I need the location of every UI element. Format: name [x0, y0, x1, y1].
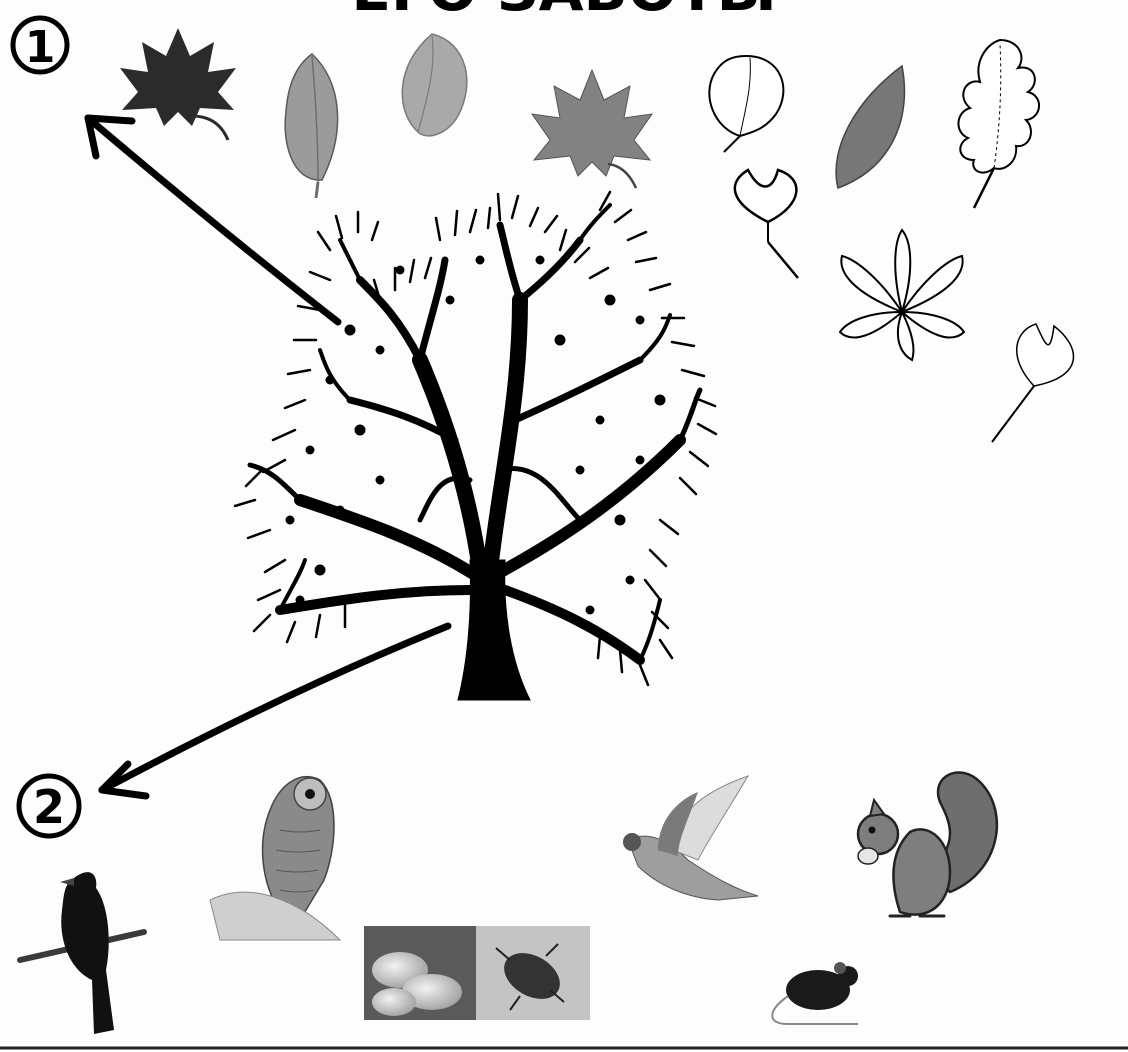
owl-icon — [210, 777, 340, 940]
blackbird-icon — [20, 872, 144, 1034]
mouse-icon — [772, 962, 858, 1024]
grub-photo — [364, 926, 476, 1020]
arrow-to-animals — [102, 626, 448, 796]
pigeon-icon — [623, 776, 758, 900]
oak-leaf-icon — [958, 40, 1039, 208]
maple-leaf-gray-icon — [532, 70, 652, 188]
chestnut-leaf-icon — [840, 230, 964, 360]
maple-leaf-dark-icon — [120, 28, 236, 140]
page-title: ЕГО ЗАБОТЫ — [351, 0, 776, 24]
beetle-photo — [476, 926, 590, 1020]
tree-silhouette-icon — [235, 192, 716, 700]
marker-2: 2 — [19, 776, 79, 836]
squirrel-icon — [858, 773, 997, 916]
elm-leaf-icon — [285, 54, 337, 198]
hornbeam-leaf-icon — [402, 34, 467, 136]
willow-leaf-icon — [836, 66, 904, 188]
linden-leaf-icon — [709, 56, 783, 152]
ginkgo-leaf-icon — [735, 170, 798, 278]
marker-2-label: 2 — [33, 780, 65, 834]
marker-1-label: 1 — [25, 22, 56, 73]
ginkgo-leaf-2-icon — [992, 324, 1073, 442]
marker-1: 1 — [13, 18, 67, 73]
